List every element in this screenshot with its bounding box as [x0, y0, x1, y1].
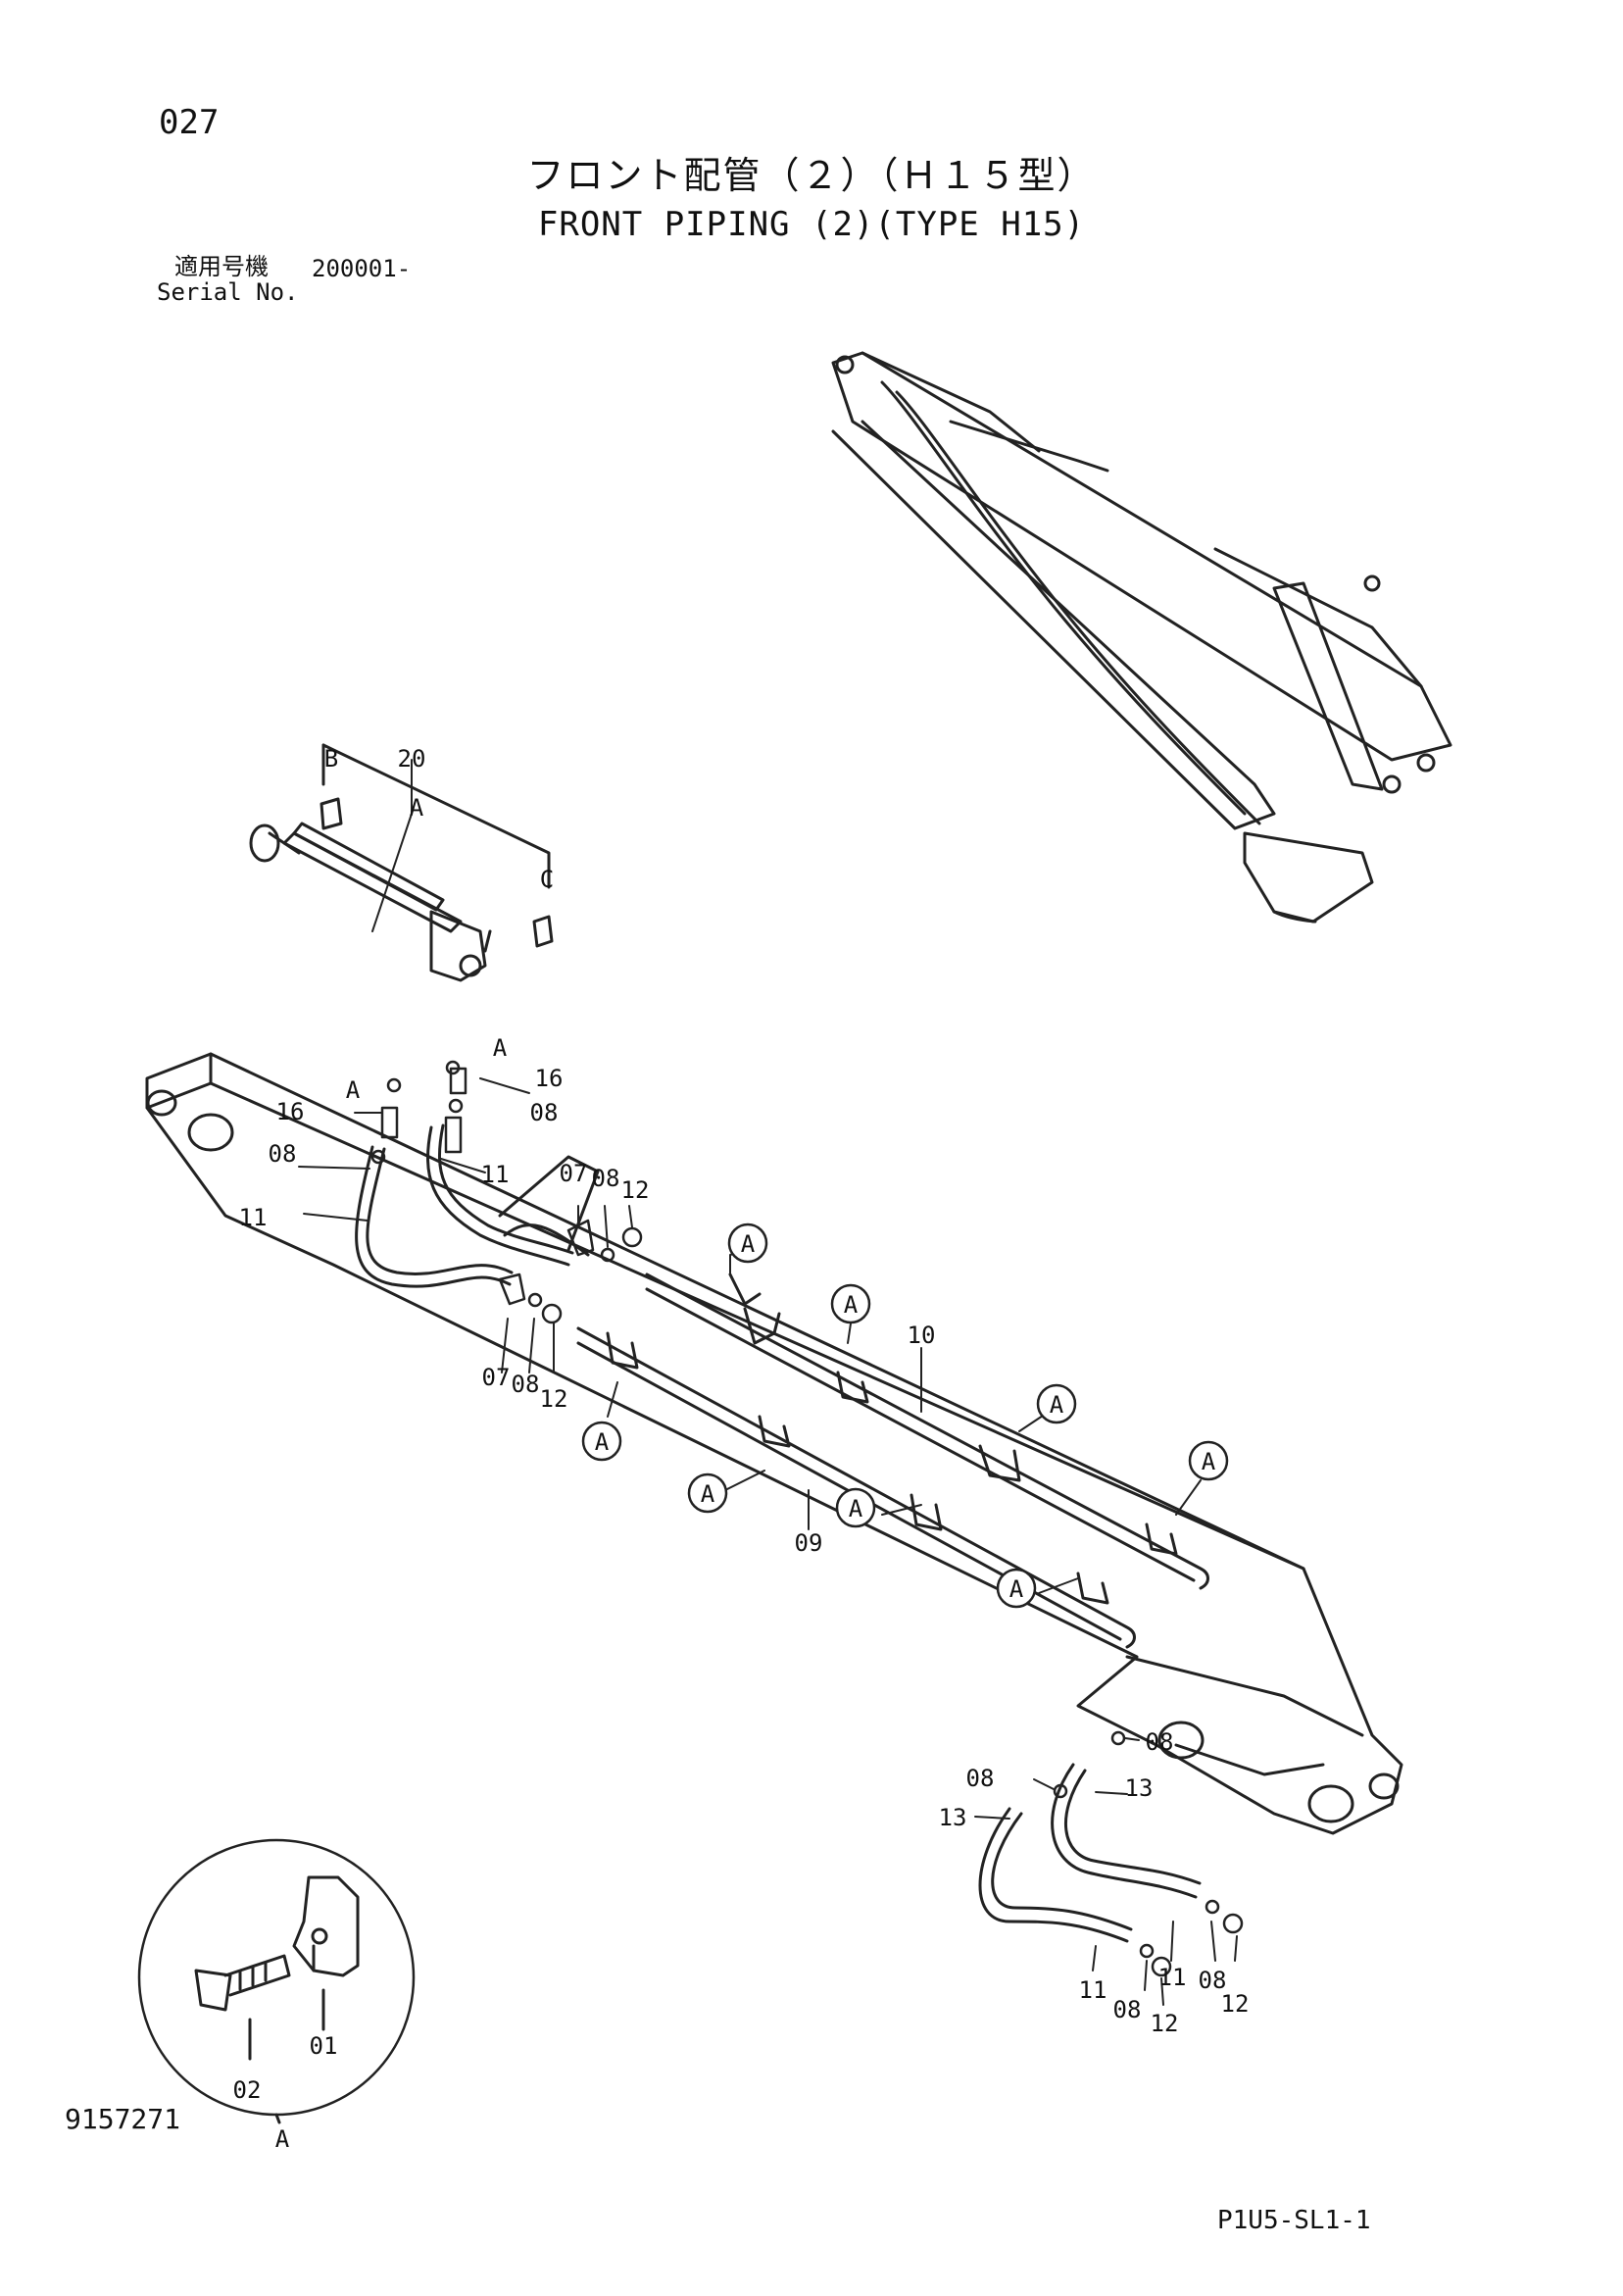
callout-08-left: 08 — [966, 1765, 995, 1792]
callout-11-bottom-left: 11 — [1079, 1976, 1107, 2004]
callout-02: 02 — [233, 2076, 262, 2104]
arm-body — [145, 1052, 1403, 1835]
callout-08-bottom-right: 08 — [1199, 1967, 1227, 1994]
clamp-marker-label: A — [741, 1230, 756, 1258]
callout-11-bottom-right: 11 — [1158, 1964, 1187, 1991]
callout-13-left: 13 — [939, 1804, 967, 1831]
callout-13-right: 13 — [1125, 1774, 1154, 1802]
serial-label-japanese: 適用号機 — [174, 253, 269, 280]
clamp-marker: A — [581, 1421, 622, 1462]
serial-number-value: 200001- — [312, 255, 412, 282]
callout-a-16-right: A — [493, 1034, 508, 1062]
cylinder-assembly — [249, 743, 554, 982]
serial-label-english: Serial No. — [157, 278, 299, 306]
callout-01: 01 — [310, 2032, 338, 2060]
leader-lines — [298, 759, 1238, 2006]
callout-12-bottom-left: 12 — [1151, 2010, 1179, 2037]
machine-overview-sketch — [831, 351, 1452, 923]
clamp-marker: A — [835, 1487, 876, 1528]
clamp-marker: A — [830, 1283, 871, 1324]
callout-12-bottom: 12 — [540, 1385, 568, 1413]
callout-11-top-right: 11 — [481, 1161, 510, 1188]
callout-b: B — [324, 745, 338, 773]
title-japanese: フロント配管（２）（Ｈ１５型） — [526, 154, 1097, 197]
callout-detail-a: A — [275, 2125, 290, 2153]
clamp-marker-label: A — [1009, 1575, 1024, 1603]
clamp-marker-label: A — [844, 1291, 859, 1319]
pipe-10 — [645, 1273, 1209, 1590]
callout-08-top-left: 08 — [269, 1140, 297, 1168]
callout-08-bottom-left: 08 — [1113, 1996, 1142, 2023]
callout-12-top: 12 — [621, 1176, 650, 1204]
callout-12-bottom-right: 12 — [1221, 1990, 1250, 2018]
callout-10: 10 — [908, 1322, 936, 1349]
title-english: FRONT PIPING (2)(TYPE H15) — [537, 205, 1086, 244]
seals-and-fittings — [370, 1060, 1244, 1977]
hose-11-right — [426, 1123, 574, 1267]
callout-07-top: 07 — [560, 1160, 588, 1187]
callout-labels: 20 B A C A 16 A 16 08 08 11 11 07 08 12 … — [233, 745, 1250, 2153]
sheet-code: P1U5-SL1-1 — [1217, 2206, 1371, 2235]
clamp-marker-label: A — [595, 1428, 610, 1456]
callout-08-top-mid: 08 — [592, 1165, 620, 1192]
hose-13-left — [978, 1807, 1133, 1943]
clamp-marker-label: A — [701, 1480, 715, 1508]
clamp-marker: A — [996, 1568, 1037, 1609]
callout-09: 09 — [795, 1529, 823, 1557]
clamp-marker: A — [1188, 1440, 1229, 1481]
callout-08-bottom: 08 — [512, 1371, 540, 1398]
callout-16-left: 16 — [276, 1098, 305, 1125]
callout-20: 20 — [398, 745, 426, 773]
clamp-marker: A — [727, 1223, 768, 1264]
page-number: 027 — [159, 103, 220, 142]
clamp-marker: A — [687, 1472, 728, 1514]
clamp-marker: A — [1036, 1383, 1077, 1424]
hose-13-right — [1051, 1763, 1202, 1899]
document-number: 9157271 — [65, 2103, 181, 2135]
callout-c: C — [540, 866, 554, 893]
callout-08-top-right: 08 — [530, 1099, 559, 1126]
detail-a — [137, 1838, 416, 2124]
hose-11-left — [355, 1145, 514, 1288]
callout-07-bottom: 07 — [482, 1364, 511, 1391]
callout-a-cylinder: A — [410, 794, 424, 822]
clamp-marker-label: A — [1050, 1391, 1064, 1419]
clamp-markers: A A A A A A A A — [581, 1223, 1229, 1609]
callout-a-16-left: A — [346, 1076, 361, 1104]
clamp-marker-label: A — [1202, 1448, 1216, 1475]
clamp-marker-label: A — [849, 1495, 863, 1522]
callout-11-top-left: 11 — [239, 1204, 268, 1231]
callout-08-right: 08 — [1146, 1728, 1174, 1756]
callout-16-right: 16 — [535, 1065, 564, 1092]
